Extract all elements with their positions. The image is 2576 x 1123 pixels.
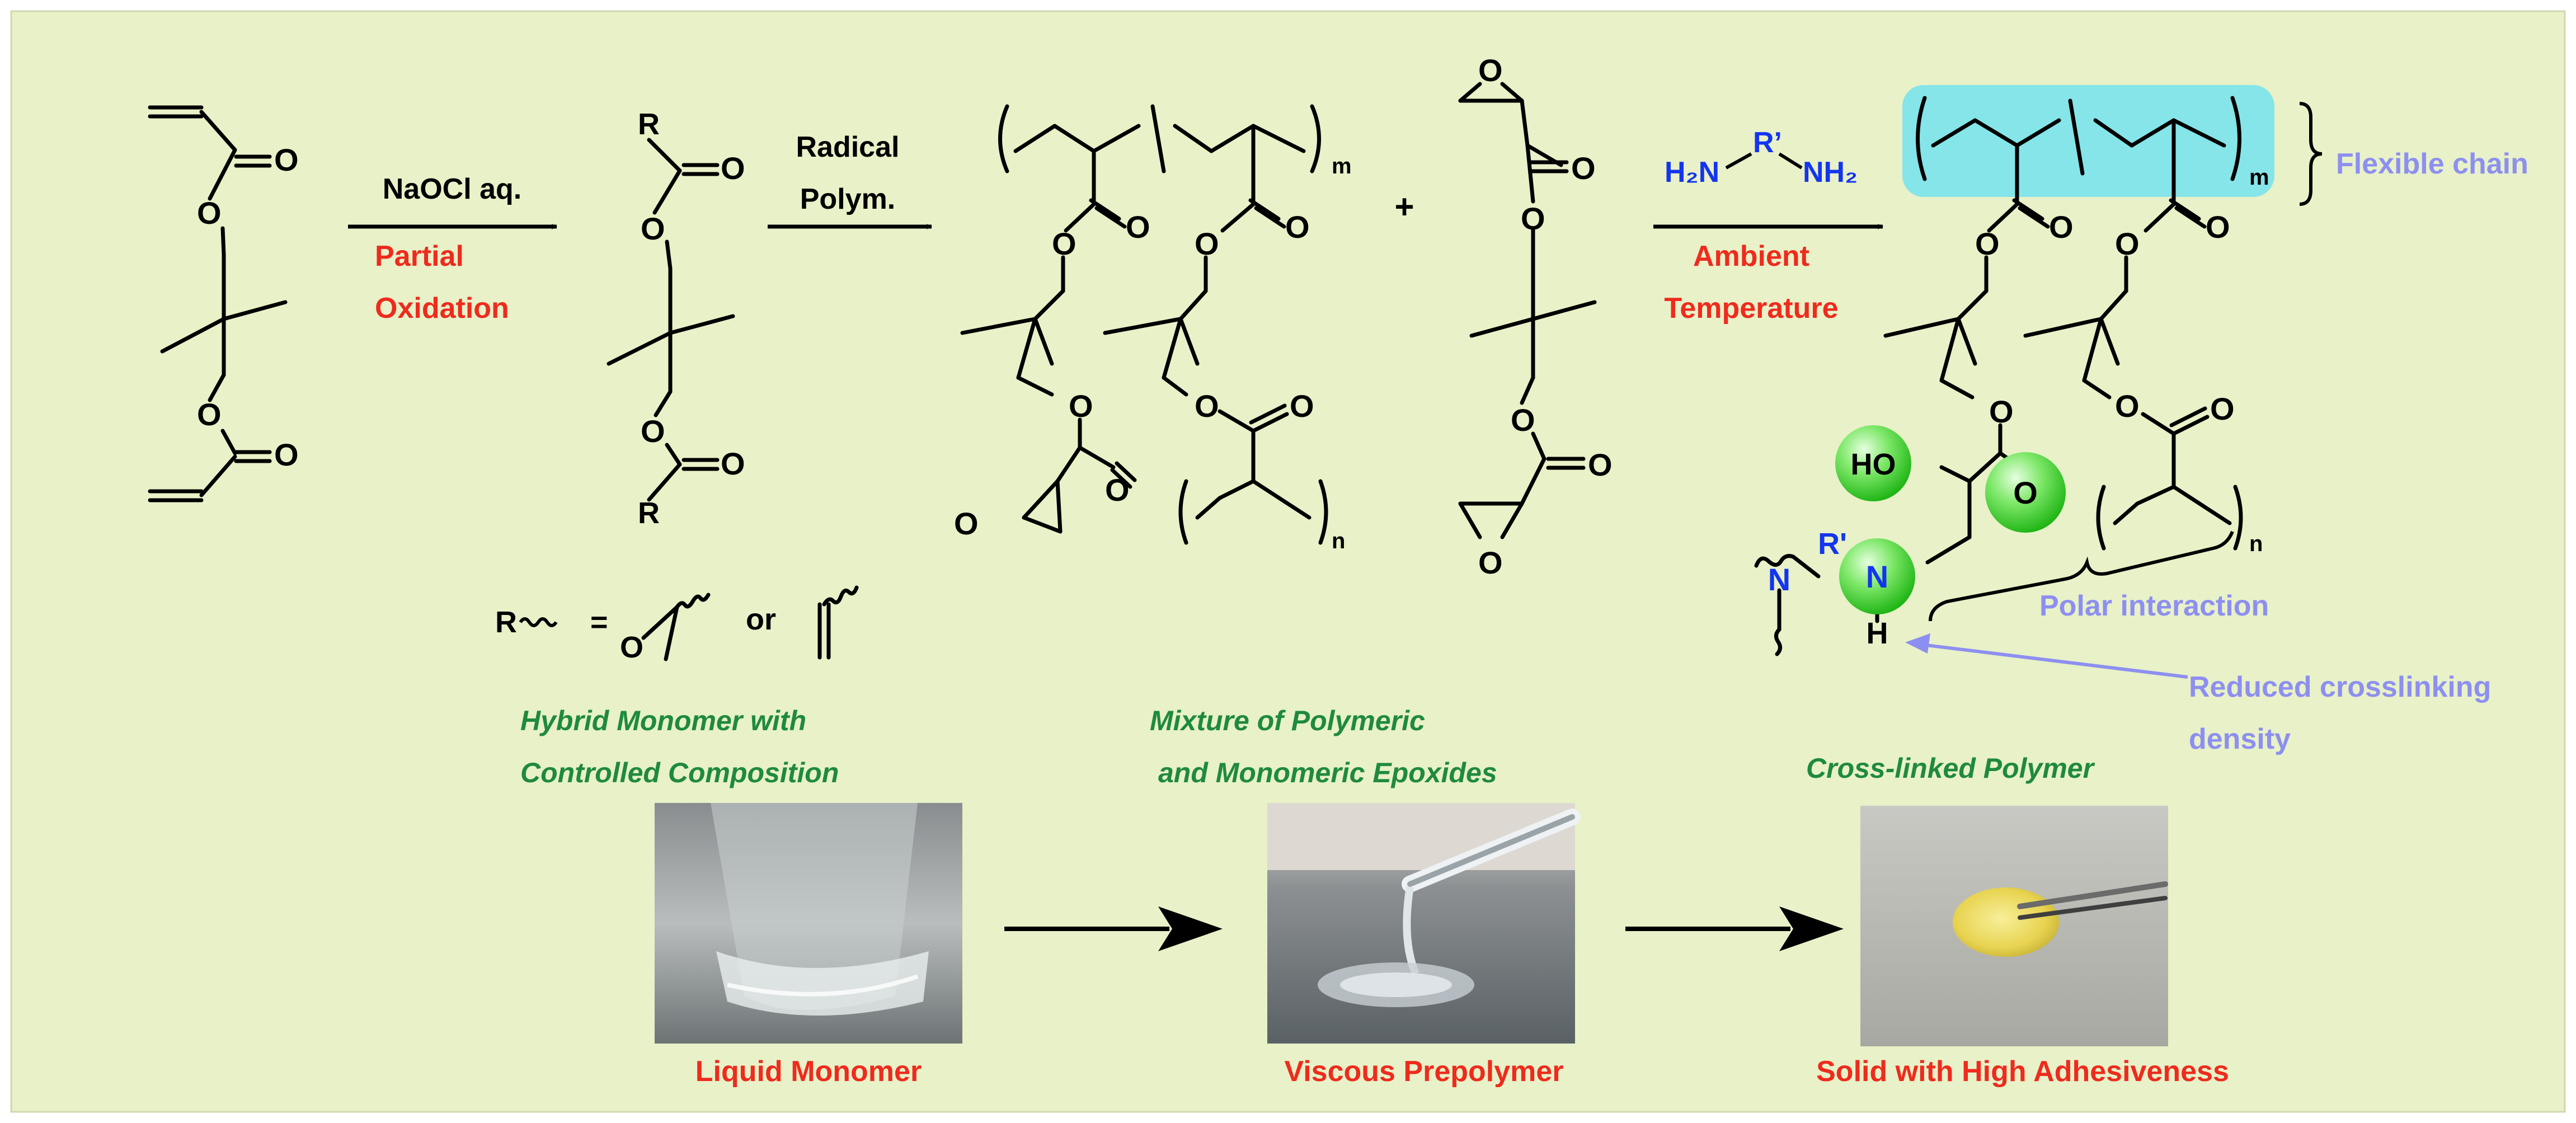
stage1-photo-label: Liquid Monomer bbox=[695, 1055, 922, 1088]
stage3-caption-line1: Cross-linked Polymer bbox=[1806, 753, 2095, 784]
stage3-photo-label: Solid with High Adhesiveness bbox=[1816, 1055, 2229, 1088]
step1-condition-line2: Oxidation bbox=[375, 292, 509, 325]
crosslinked-o9: O bbox=[2210, 391, 2235, 426]
hybrid-monomer bbox=[607, 138, 735, 502]
crosslinked-amine-n: N bbox=[1866, 559, 1888, 594]
step3-condition-line2: Temperature bbox=[1664, 292, 1838, 325]
r-definition-or: or bbox=[746, 603, 776, 636]
prepolymer-o9: O bbox=[1290, 388, 1314, 424]
diamine-left: H₂N bbox=[1665, 156, 1719, 189]
prepolymer-o3: O bbox=[1069, 388, 1093, 424]
r-definition-r: R bbox=[495, 605, 517, 639]
process-arrowhead-2 bbox=[1779, 906, 1844, 951]
photo-liquid-monomer bbox=[655, 803, 962, 1044]
diepoxide-o-epoxide-top: O bbox=[1478, 53, 1503, 88]
diepoxide-o-epoxide-bottom: O bbox=[1478, 545, 1503, 580]
diepoxide-o-ester-top: O bbox=[1521, 201, 1545, 236]
reduced-crosslinking-arrow bbox=[1912, 642, 2188, 679]
diepoxide-o-carbonyl-top: O bbox=[1571, 151, 1596, 186]
crosslinked-o1: O bbox=[2049, 209, 2074, 245]
crosslinked-o2: O bbox=[1975, 226, 2000, 261]
polar-sphere-carbonyl bbox=[1985, 452, 2066, 533]
prepolymer-o6: O bbox=[1285, 209, 1310, 245]
r-definition-epoxide bbox=[641, 593, 711, 661]
prepolymer-o4: O bbox=[1105, 472, 1130, 508]
prepolymer-o5: O bbox=[954, 506, 979, 541]
prepolymer-o7: O bbox=[1195, 226, 1219, 261]
diamine-bond-left bbox=[1725, 152, 1752, 170]
flexible-chain-label: Flexible chain bbox=[2336, 148, 2528, 180]
mono-o-ester-bottom: O bbox=[197, 397, 222, 432]
stage1-caption-line1: Hybrid Monomer with bbox=[520, 705, 806, 736]
diacrylate-monomer bbox=[148, 105, 288, 502]
mono-o-carbonyl-bottom: O bbox=[274, 437, 299, 472]
hybrid-r-bottom: R bbox=[638, 496, 660, 530]
diepoxide-o-carbonyl-bottom: O bbox=[1588, 447, 1613, 482]
step2-line1: Radical bbox=[796, 131, 900, 163]
prepolymer-m: m bbox=[1332, 154, 1352, 178]
step3-condition-line1: Ambient bbox=[1693, 240, 1809, 272]
prepolymer-o2: O bbox=[1052, 226, 1077, 261]
polar-sphere-amine bbox=[1839, 538, 1915, 614]
polar-interaction-brace bbox=[1929, 530, 2234, 622]
diamine-r-prime: R’ bbox=[1753, 126, 1782, 159]
crosslinked-o6: O bbox=[2206, 209, 2230, 245]
step1-condition-line1: Partial bbox=[375, 240, 464, 272]
crosslinked-n: n bbox=[2249, 532, 2263, 556]
prepolymer-o1: O bbox=[1126, 209, 1150, 245]
process-arrowhead-1 bbox=[1158, 906, 1223, 951]
prepolymer bbox=[960, 104, 1328, 545]
r-definition-wavy bbox=[519, 617, 558, 627]
hybrid-o-ester-bottom: O bbox=[641, 414, 665, 449]
plus-sign: + bbox=[1394, 188, 1414, 225]
r-definition-epoxide-o: O bbox=[620, 631, 643, 664]
hybrid-o-carbonyl-bottom: O bbox=[721, 446, 745, 481]
mono-o-ester-top: O bbox=[197, 195, 222, 231]
step1-reagent: NaOCl aq. bbox=[383, 173, 522, 205]
r-definition-equals: = bbox=[590, 605, 608, 639]
photo-solid-adhesive bbox=[1860, 806, 2168, 1046]
reduced-crosslinking-line2: density bbox=[2189, 723, 2291, 755]
r-definition-vinyl bbox=[817, 585, 859, 660]
reduced-crosslinking-arrowhead bbox=[1905, 633, 1930, 654]
crosslinked-o3: O bbox=[1989, 394, 2014, 429]
flexible-chain-brace bbox=[2299, 102, 2323, 206]
mono-o-carbonyl-top: O bbox=[274, 142, 299, 177]
crosslinked-carbonyl-o: O bbox=[2013, 475, 2038, 510]
diamine-bond-right bbox=[1778, 152, 1803, 170]
prepolymer-o8: O bbox=[1195, 388, 1219, 424]
crosslinked-r-prime: R' bbox=[1818, 527, 1847, 561]
stage1-caption-line2: Controlled Composition bbox=[520, 757, 839, 788]
crosslinked-o7: O bbox=[2115, 226, 2140, 261]
crosslinked-o8: O bbox=[2115, 388, 2140, 424]
diamine-right: NH₂ bbox=[1803, 156, 1858, 189]
hybrid-o-carbonyl-top: O bbox=[721, 151, 745, 186]
flexible-chain-highlight bbox=[1902, 85, 2274, 197]
crosslinked-terminal-n: N bbox=[1768, 562, 1790, 597]
polar-interaction-label: Polar interaction bbox=[2039, 590, 2269, 622]
step2-line2: Polym. bbox=[800, 183, 896, 215]
crosslinked-amine-h: H bbox=[1867, 617, 1888, 650]
reduced-crosslinking-line1: Reduced crosslinking bbox=[2189, 671, 2491, 703]
crosslinked-m: m bbox=[2249, 165, 2269, 190]
stage2-caption-line1: Mixture of Polymeric bbox=[1150, 705, 1425, 736]
prepolymer-n: n bbox=[1332, 529, 1345, 553]
diepoxide-monomer bbox=[1458, 82, 1597, 539]
photo-viscous-prepolymer bbox=[1267, 803, 1581, 1044]
diepoxide-o-ester-bottom: O bbox=[1511, 402, 1535, 438]
crosslinked-hydroxyl: HO bbox=[1851, 448, 1896, 481]
stage2-photo-label: Viscous Prepolymer bbox=[1284, 1055, 1563, 1088]
stage2-caption-line2: and Monomeric Epoxides bbox=[1158, 757, 1497, 788]
polar-sphere-hydroxyl bbox=[1835, 425, 1911, 501]
hybrid-o-ester-top: O bbox=[641, 211, 665, 246]
hybrid-r-top: R bbox=[638, 107, 660, 141]
